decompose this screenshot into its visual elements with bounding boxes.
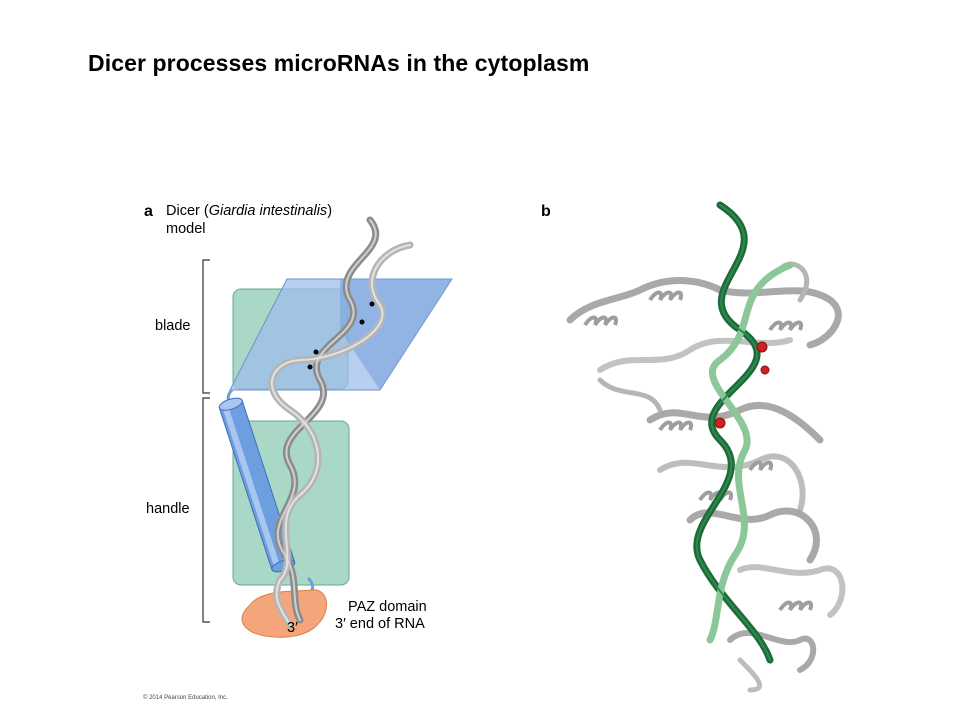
blade-bracket <box>202 259 210 394</box>
label-handle: handle <box>146 501 190 517</box>
active-site-dot <box>313 349 319 355</box>
blade-plane-dark <box>340 279 452 390</box>
label-blade: blade <box>155 318 191 334</box>
panel-a-letter: a <box>144 203 153 220</box>
rna-helix-ribbon <box>268 216 414 629</box>
handle-bracket <box>202 397 210 623</box>
label-rna-3prime-end: 3′ end of RNA <box>335 616 425 632</box>
copyright-notice: © 2014 Pearson Education, Inc. <box>143 695 228 701</box>
caption-species: Giardia intestinalis <box>208 203 328 219</box>
label-3prime: 3′ <box>287 620 298 636</box>
panel-a-caption-line2: model <box>166 221 206 237</box>
active-site-dot <box>307 364 313 370</box>
metal-ion <box>760 365 770 375</box>
active-site-dot <box>369 301 375 307</box>
metal-ion <box>756 341 768 353</box>
rna-double-helix <box>693 201 794 664</box>
caption-suffix: ) <box>327 203 333 219</box>
metal-ion <box>714 417 726 429</box>
caption-prefix: Dicer ( <box>166 203 209 219</box>
active-site-dot <box>359 319 365 325</box>
slide-title: Dicer processes microRNAs in the cytopla… <box>88 50 590 76</box>
panel-a-caption: Dicer (Giardia intestinalis) <box>166 203 332 220</box>
label-paz-domain: PAZ domain <box>348 599 427 615</box>
protein-ribbons <box>566 261 846 693</box>
panel-b-letter: b <box>541 203 551 220</box>
